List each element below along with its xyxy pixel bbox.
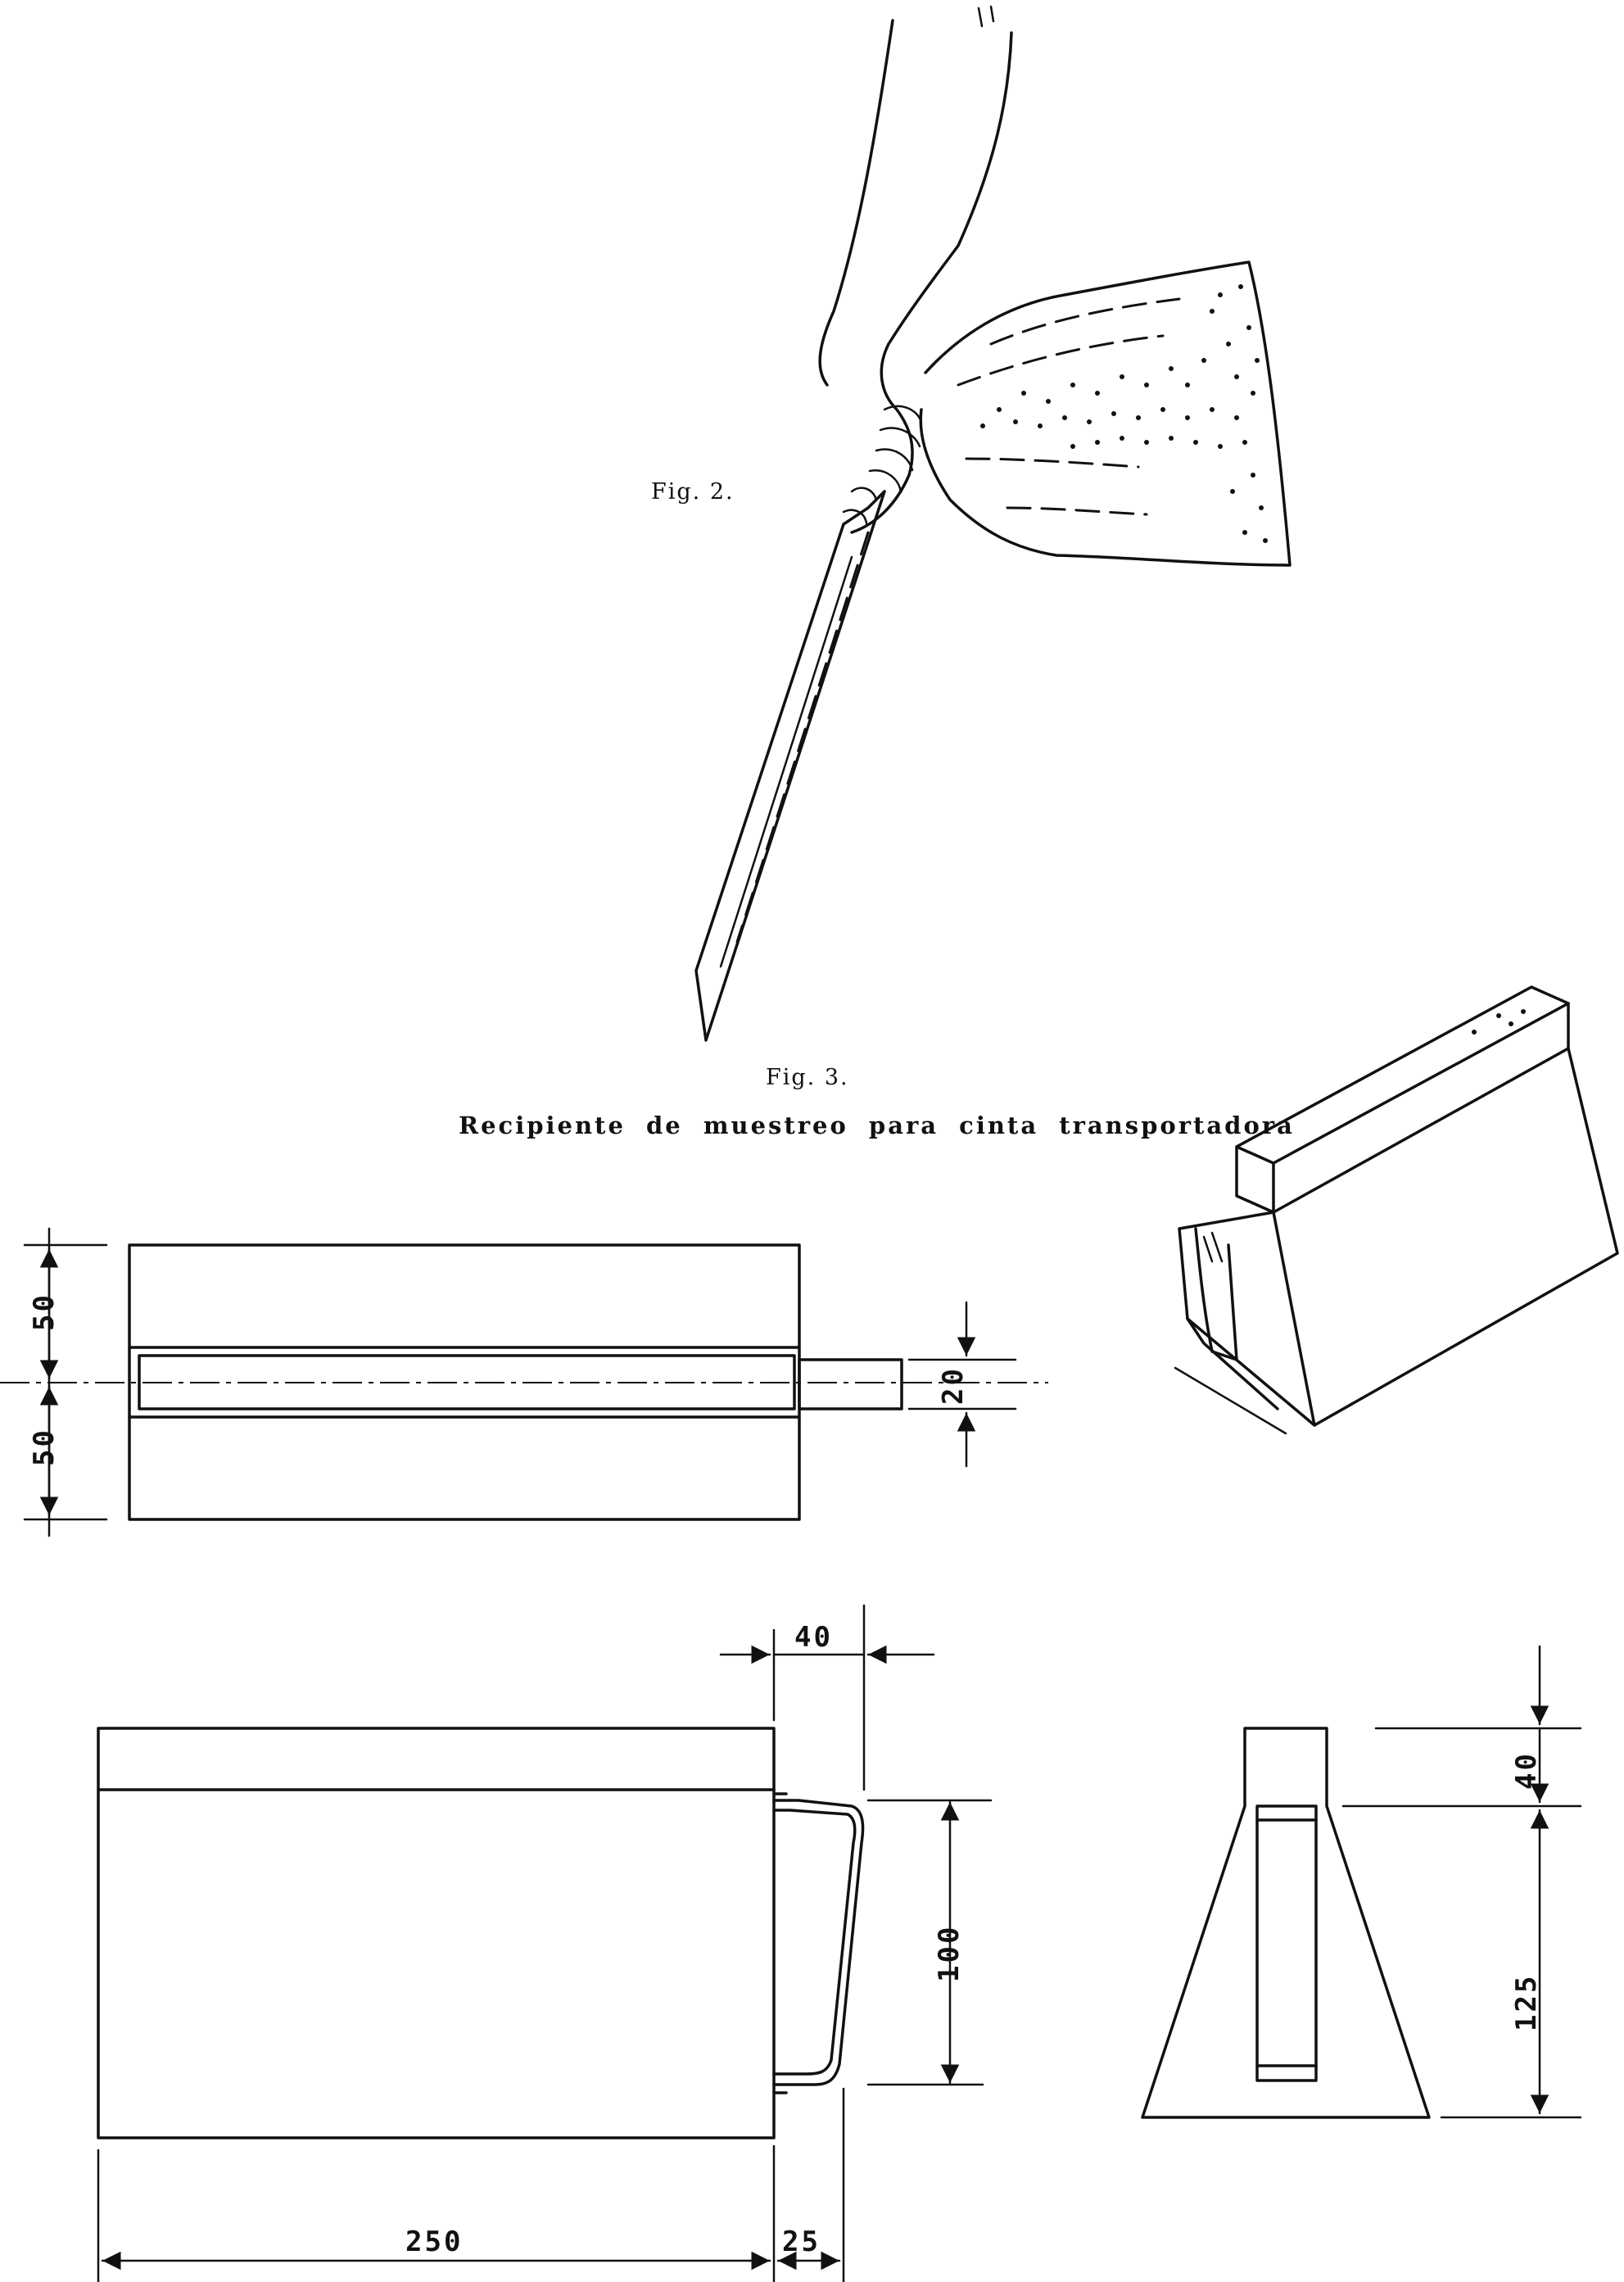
front-view: 40 100 250 25 [97,1604,993,2282]
dim-side-top: 40 [1510,1751,1543,1790]
fig3-title: Recipiente de muestreo para cinta transp… [459,1112,1295,1139]
dim-handle-offset: 40 [794,1621,833,1654]
dim-top-lower: 50 [28,1428,61,1466]
bag-stipple [980,284,1268,543]
top-view: 50 50 20 [0,1227,1048,1537]
dim-handle-depth: 25 [782,2225,821,2258]
fig3-caption: Fig. 3. [766,1065,849,1090]
dim-top-upper: 50 [28,1293,61,1331]
dim-side-height: 125 [1510,1974,1543,2031]
dim-handle-height: 100 [933,1925,966,1982]
fig2-caption: Fig. 2. [651,479,735,505]
dim-length: 250 [405,2225,463,2258]
dim-handle-width: 20 [937,1366,970,1405]
fig3-perspective [1174,985,1619,1435]
side-view: 40 125 [1141,1645,1582,2119]
fig2-illustration [694,5,1292,1042]
